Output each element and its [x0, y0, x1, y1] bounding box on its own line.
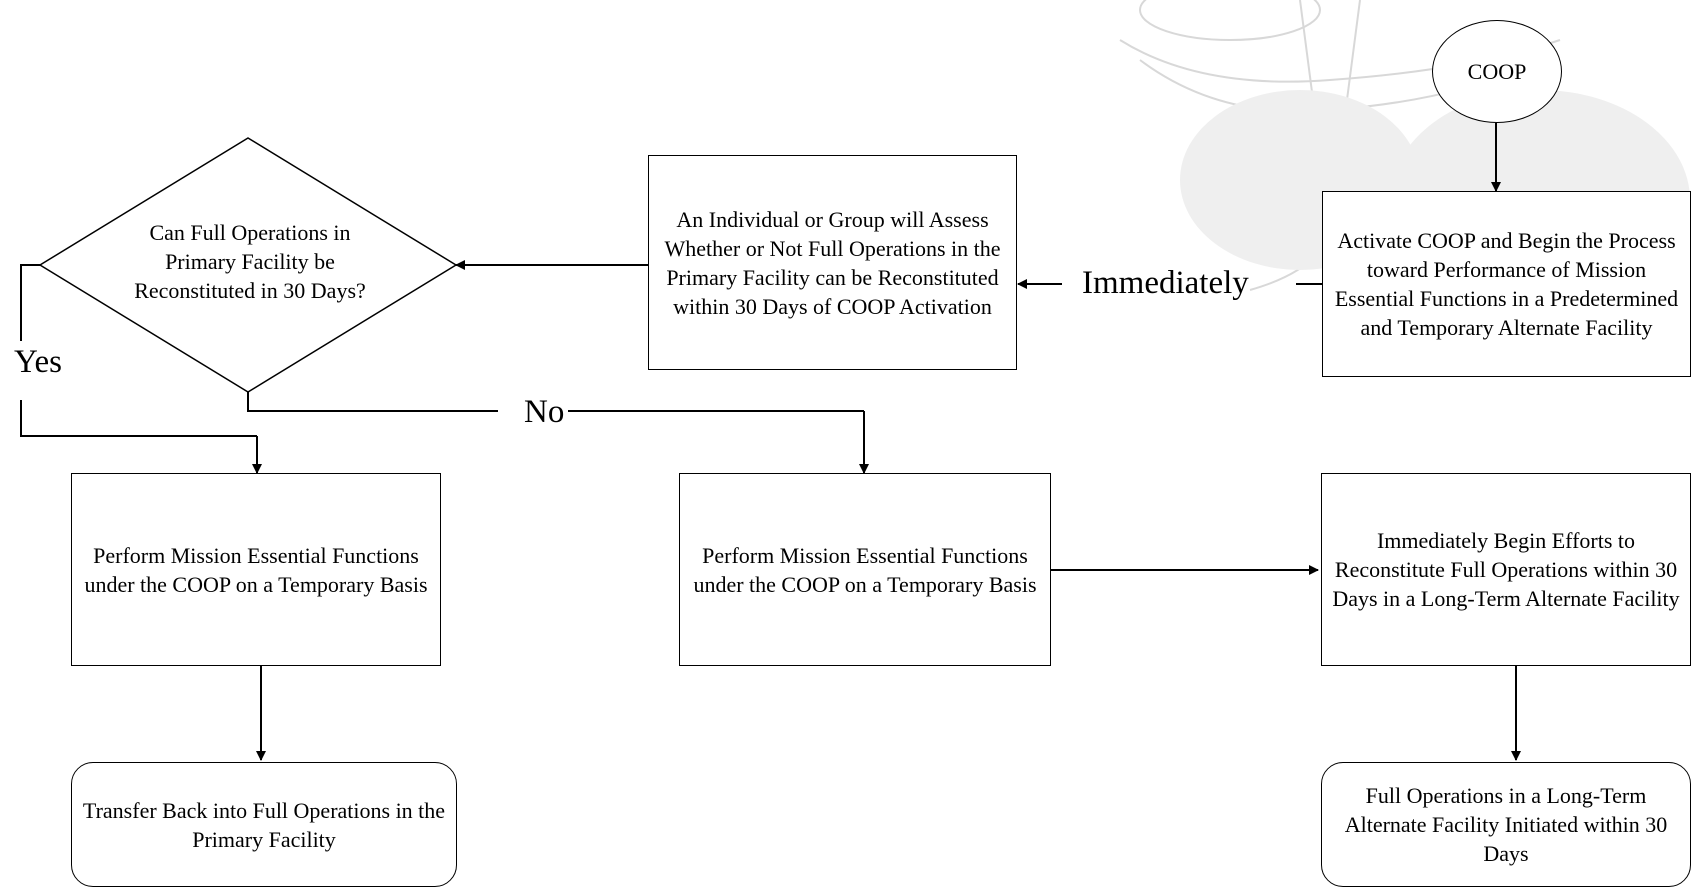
yes-label: Yes	[14, 341, 63, 383]
coop-start-label: COOP	[1467, 58, 1527, 84]
perform-left-text: Perform Mission Essential Functions unde…	[84, 542, 428, 597]
transfer-back-box: Transfer Back into Full Operations in th…	[71, 762, 457, 887]
activate-coop-box: Activate COOP and Begin the Process towa…	[1322, 191, 1691, 377]
line-no-branch	[247, 392, 498, 412]
perform-right-text: Perform Mission Essential Functions unde…	[693, 542, 1037, 597]
transfer-back-text: Transfer Back into Full Operations in th…	[82, 797, 446, 852]
line-yes-branch	[20, 264, 40, 348]
long-term-text: Full Operations in a Long-Term Alternate…	[1344, 783, 1668, 866]
long-term-box: Full Operations in a Long-Term Alternate…	[1321, 762, 1691, 887]
immediately-label: Immediately	[1082, 264, 1249, 302]
no-label: No	[520, 393, 569, 431]
perform-left-box: Perform Mission Essential Functions unde…	[71, 473, 441, 666]
decision-text: Can Full Operations in Primary Facility …	[134, 220, 366, 303]
activate-coop-text: Activate COOP and Begin the Process towa…	[1334, 228, 1679, 340]
assess-box: An Individual or Group will Assess Wheth…	[648, 155, 1017, 370]
coop-start-node: COOP	[1432, 20, 1562, 123]
assess-text: An Individual or Group will Assess Wheth…	[664, 206, 1001, 319]
perform-right-box: Perform Mission Essential Functions unde…	[679, 473, 1051, 666]
reconstitute-box: Immediately Begin Efforts to Reconstitut…	[1321, 473, 1691, 666]
decision-diamond	[38, 137, 458, 393]
reconstitute-text: Immediately Begin Efforts to Reconstitut…	[1332, 528, 1680, 611]
